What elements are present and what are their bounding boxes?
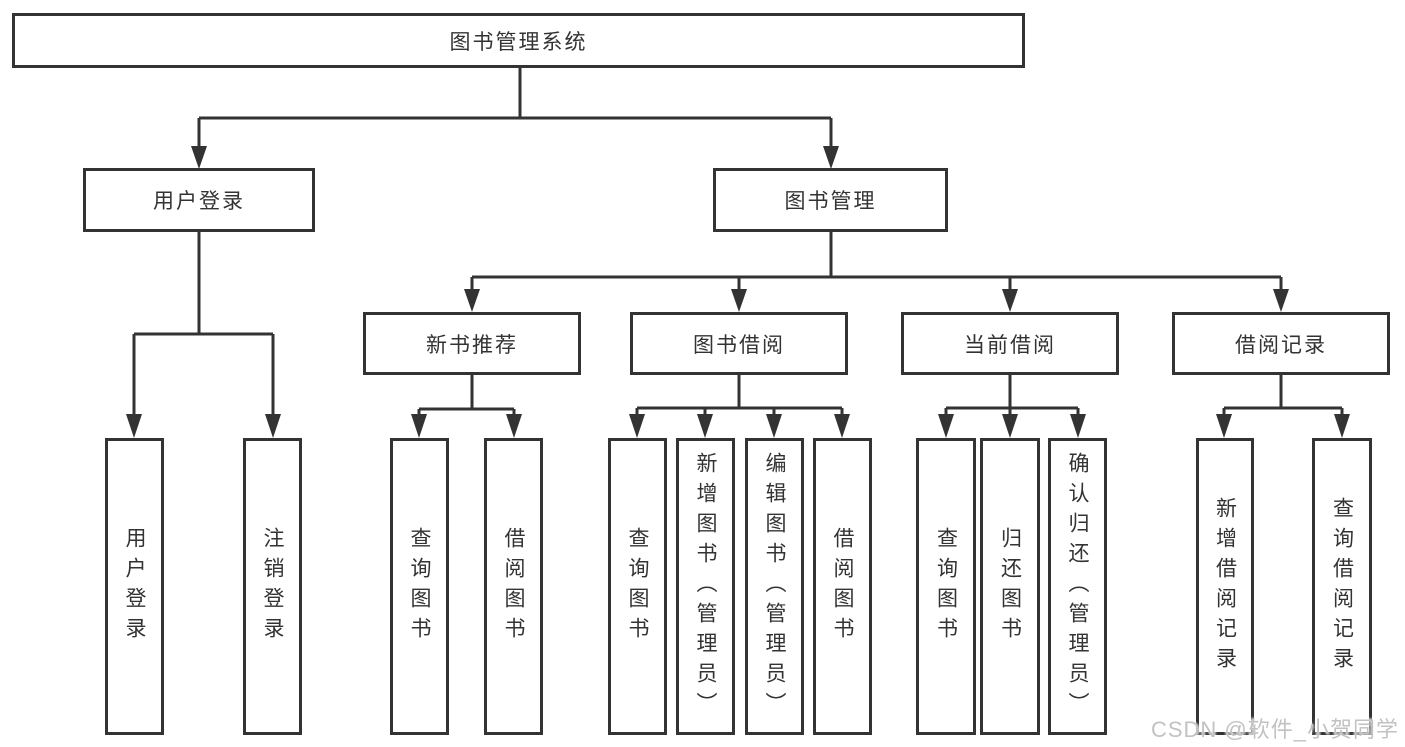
leaf-label: 注销登录 bbox=[261, 526, 285, 647]
leaf-label: 确认归还（管理员） bbox=[1066, 451, 1090, 722]
leaf-label: 用户登录 bbox=[123, 526, 147, 647]
node-label: 用户登录 bbox=[153, 190, 245, 213]
node-book-management: 图书管理 bbox=[713, 168, 948, 232]
node-label: 图书借阅 bbox=[693, 333, 785, 357]
node-new-book-recommend: 新书推荐 bbox=[363, 312, 581, 375]
leaf-return-books: 归还图书 bbox=[980, 438, 1040, 735]
arrowheads bbox=[126, 146, 1350, 438]
node-label: 借阅记录 bbox=[1235, 333, 1327, 357]
leaf-user-login: 用户登录 bbox=[105, 438, 164, 735]
leaf-add-borrow-record: 新增借阅记录 bbox=[1196, 438, 1254, 735]
leaf-label: 查询借阅记录 bbox=[1330, 496, 1354, 677]
leaf-borrow-books-recommend: 借阅图书 bbox=[484, 438, 543, 735]
leaf-label: 新增图书（管理员） bbox=[694, 451, 718, 722]
leaf-label: 查询图书 bbox=[626, 526, 650, 647]
leaf-label: 借阅图书 bbox=[502, 526, 526, 647]
leaf-logout: 注销登录 bbox=[243, 438, 302, 735]
node-label: 图书管理系统 bbox=[449, 30, 588, 54]
node-label: 图书管理 bbox=[784, 190, 877, 213]
leaf-label: 查询图书 bbox=[408, 526, 432, 647]
node-library-management-system: 图书管理系统 bbox=[12, 13, 1025, 68]
leaf-label: 查询图书 bbox=[934, 526, 958, 647]
leaf-borrow-books: 借阅图书 bbox=[813, 438, 872, 735]
node-current-borrowing: 当前借阅 bbox=[901, 312, 1119, 375]
leaf-label: 编辑图书（管理员） bbox=[763, 451, 787, 722]
leaf-add-book-admin: 新增图书（管理员） bbox=[676, 438, 735, 735]
leaf-query-borrow-record: 查询借阅记录 bbox=[1312, 438, 1372, 735]
leaf-label: 新增借阅记录 bbox=[1213, 496, 1237, 677]
leaf-query-books-borrow: 查询图书 bbox=[608, 438, 667, 735]
leaf-confirm-return-admin: 确认归还（管理员） bbox=[1048, 438, 1107, 735]
node-book-borrowing: 图书借阅 bbox=[630, 312, 848, 375]
leaf-query-books-recommend: 查询图书 bbox=[390, 438, 449, 735]
node-label: 当前借阅 bbox=[964, 333, 1056, 357]
node-user-login: 用户登录 bbox=[83, 168, 315, 232]
node-label: 新书推荐 bbox=[426, 333, 518, 357]
leaf-edit-book-admin: 编辑图书（管理员） bbox=[745, 438, 804, 735]
leaf-query-books-current: 查询图书 bbox=[916, 438, 976, 735]
leaf-label: 归还图书 bbox=[998, 526, 1022, 647]
leaf-label: 借阅图书 bbox=[831, 526, 855, 647]
node-borrowing-records: 借阅记录 bbox=[1172, 312, 1390, 375]
watermark: CSDN @软件_小贺同学 bbox=[1150, 717, 1399, 742]
